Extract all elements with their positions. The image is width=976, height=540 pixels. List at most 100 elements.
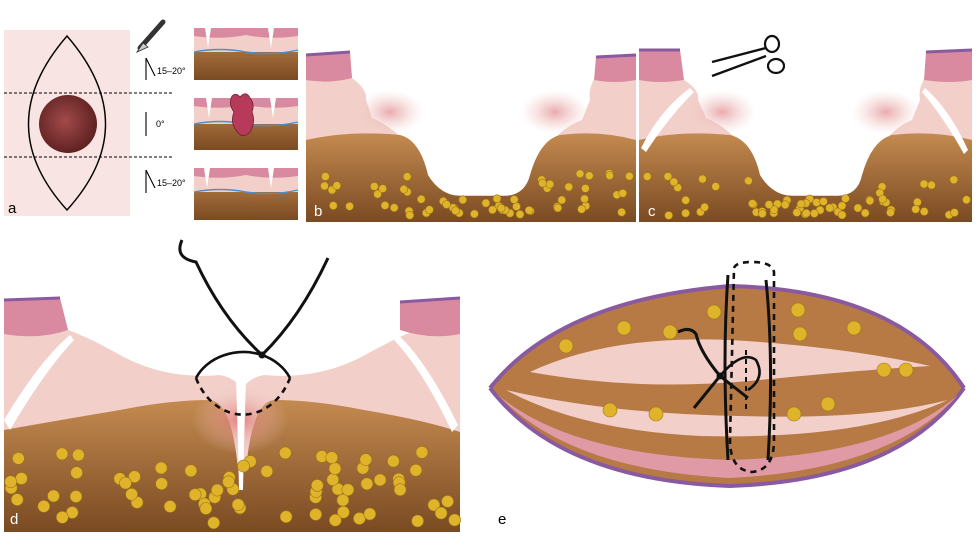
fat-globule (792, 208, 802, 217)
fat-globule (199, 502, 213, 515)
fat-globule (411, 514, 424, 528)
fat-globule (769, 205, 779, 214)
fat-globule (128, 470, 141, 484)
mini-section-2 (193, 93, 299, 150)
panel-d: d (3, 239, 461, 532)
fat-globule (580, 194, 589, 204)
fat-globule (373, 473, 387, 487)
fat-globule (584, 171, 594, 180)
fat-globule (309, 508, 323, 521)
fat-globule (878, 194, 887, 204)
fat-globule (662, 324, 678, 340)
fat-globule (125, 487, 138, 501)
fat-globule (207, 516, 220, 530)
fat-globule (442, 200, 451, 209)
fat-globule (310, 479, 324, 492)
fat-globule (581, 184, 590, 193)
fat-globule (819, 197, 828, 206)
epidermis-right (594, 55, 636, 82)
fat-globule (553, 203, 563, 213)
fat-globule (509, 195, 519, 204)
fat-globule (184, 464, 198, 478)
fat-globule (389, 203, 399, 212)
fat-globule (790, 302, 806, 318)
fat-globule (853, 203, 863, 213)
fat-globule (458, 195, 468, 205)
fat-globule (780, 200, 790, 209)
fat-globule (757, 209, 767, 218)
fat-globule (616, 320, 632, 336)
tumor (230, 93, 254, 136)
epidermis-left (306, 52, 352, 82)
fat-globule (876, 362, 892, 378)
fat-globule (15, 472, 28, 485)
angle-indicator-middle: 0° (145, 112, 165, 136)
fat-globule (373, 189, 382, 199)
fat-globule (55, 447, 69, 461)
wound-ellipse (490, 286, 964, 486)
fat-globule (332, 181, 342, 190)
fat-globule (328, 513, 342, 527)
fat-globule (898, 362, 914, 378)
fat-globule (648, 406, 664, 422)
fat-globule (663, 172, 673, 181)
fat-globule (451, 206, 460, 215)
fat-globule (337, 505, 350, 519)
fat-globule (488, 205, 497, 215)
fat-globule (764, 200, 774, 209)
scissors-icon (711, 34, 786, 78)
fat-globule (681, 195, 691, 205)
fat-globule (865, 196, 875, 206)
fat-globule (470, 209, 479, 219)
fat-globules (558, 302, 914, 422)
fat-globule (681, 208, 690, 218)
fat-globules (320, 169, 634, 220)
panel-label-e: e (498, 511, 506, 528)
fat-globule (325, 451, 339, 464)
fat-globule (744, 176, 753, 186)
fat-globule (279, 510, 293, 524)
fat-globule (387, 454, 400, 468)
fat-globule (47, 489, 60, 503)
fat-globule (911, 204, 921, 214)
fat-globule (564, 182, 574, 192)
fat-globule (409, 463, 423, 477)
fat-globule (825, 203, 834, 213)
fat-globule (602, 402, 618, 418)
panel-c: c (639, 34, 973, 222)
fat-globule (321, 172, 330, 181)
suture-loop (677, 260, 776, 474)
fat-globule (618, 189, 628, 198)
fat-globule (545, 179, 555, 189)
fat-globule (820, 396, 836, 412)
fat-globule (950, 208, 959, 217)
fat-globule (360, 477, 374, 491)
fat-globule (538, 178, 547, 188)
fat-globule (796, 199, 806, 209)
fat-globule (154, 461, 168, 475)
fat-globule (425, 205, 434, 214)
fat-globule (222, 475, 235, 489)
fat-globule (625, 171, 634, 181)
fat-globule (155, 477, 168, 491)
panel-label-d: d (10, 511, 18, 528)
fat-globule (4, 475, 17, 489)
fat-globule (913, 197, 922, 207)
fat-globule (837, 201, 847, 211)
fat-globule (320, 181, 329, 191)
fat-globule (188, 488, 202, 501)
fat-globule (12, 452, 25, 465)
fat-globule (837, 210, 847, 220)
fat-globule (841, 194, 850, 203)
fat-globule (669, 177, 679, 187)
angle-label-bottom: 15–20° (157, 178, 186, 188)
fat-globule (441, 495, 454, 508)
angle-indicator-top: 15–20° (145, 57, 186, 80)
fat-globule (278, 446, 292, 460)
scalpel-icon (135, 19, 166, 53)
fat-globule (515, 210, 525, 219)
fat-globule (481, 198, 491, 208)
fat-globule (231, 498, 245, 512)
fat-globule (416, 194, 426, 204)
panel-label-b: b (314, 203, 322, 220)
